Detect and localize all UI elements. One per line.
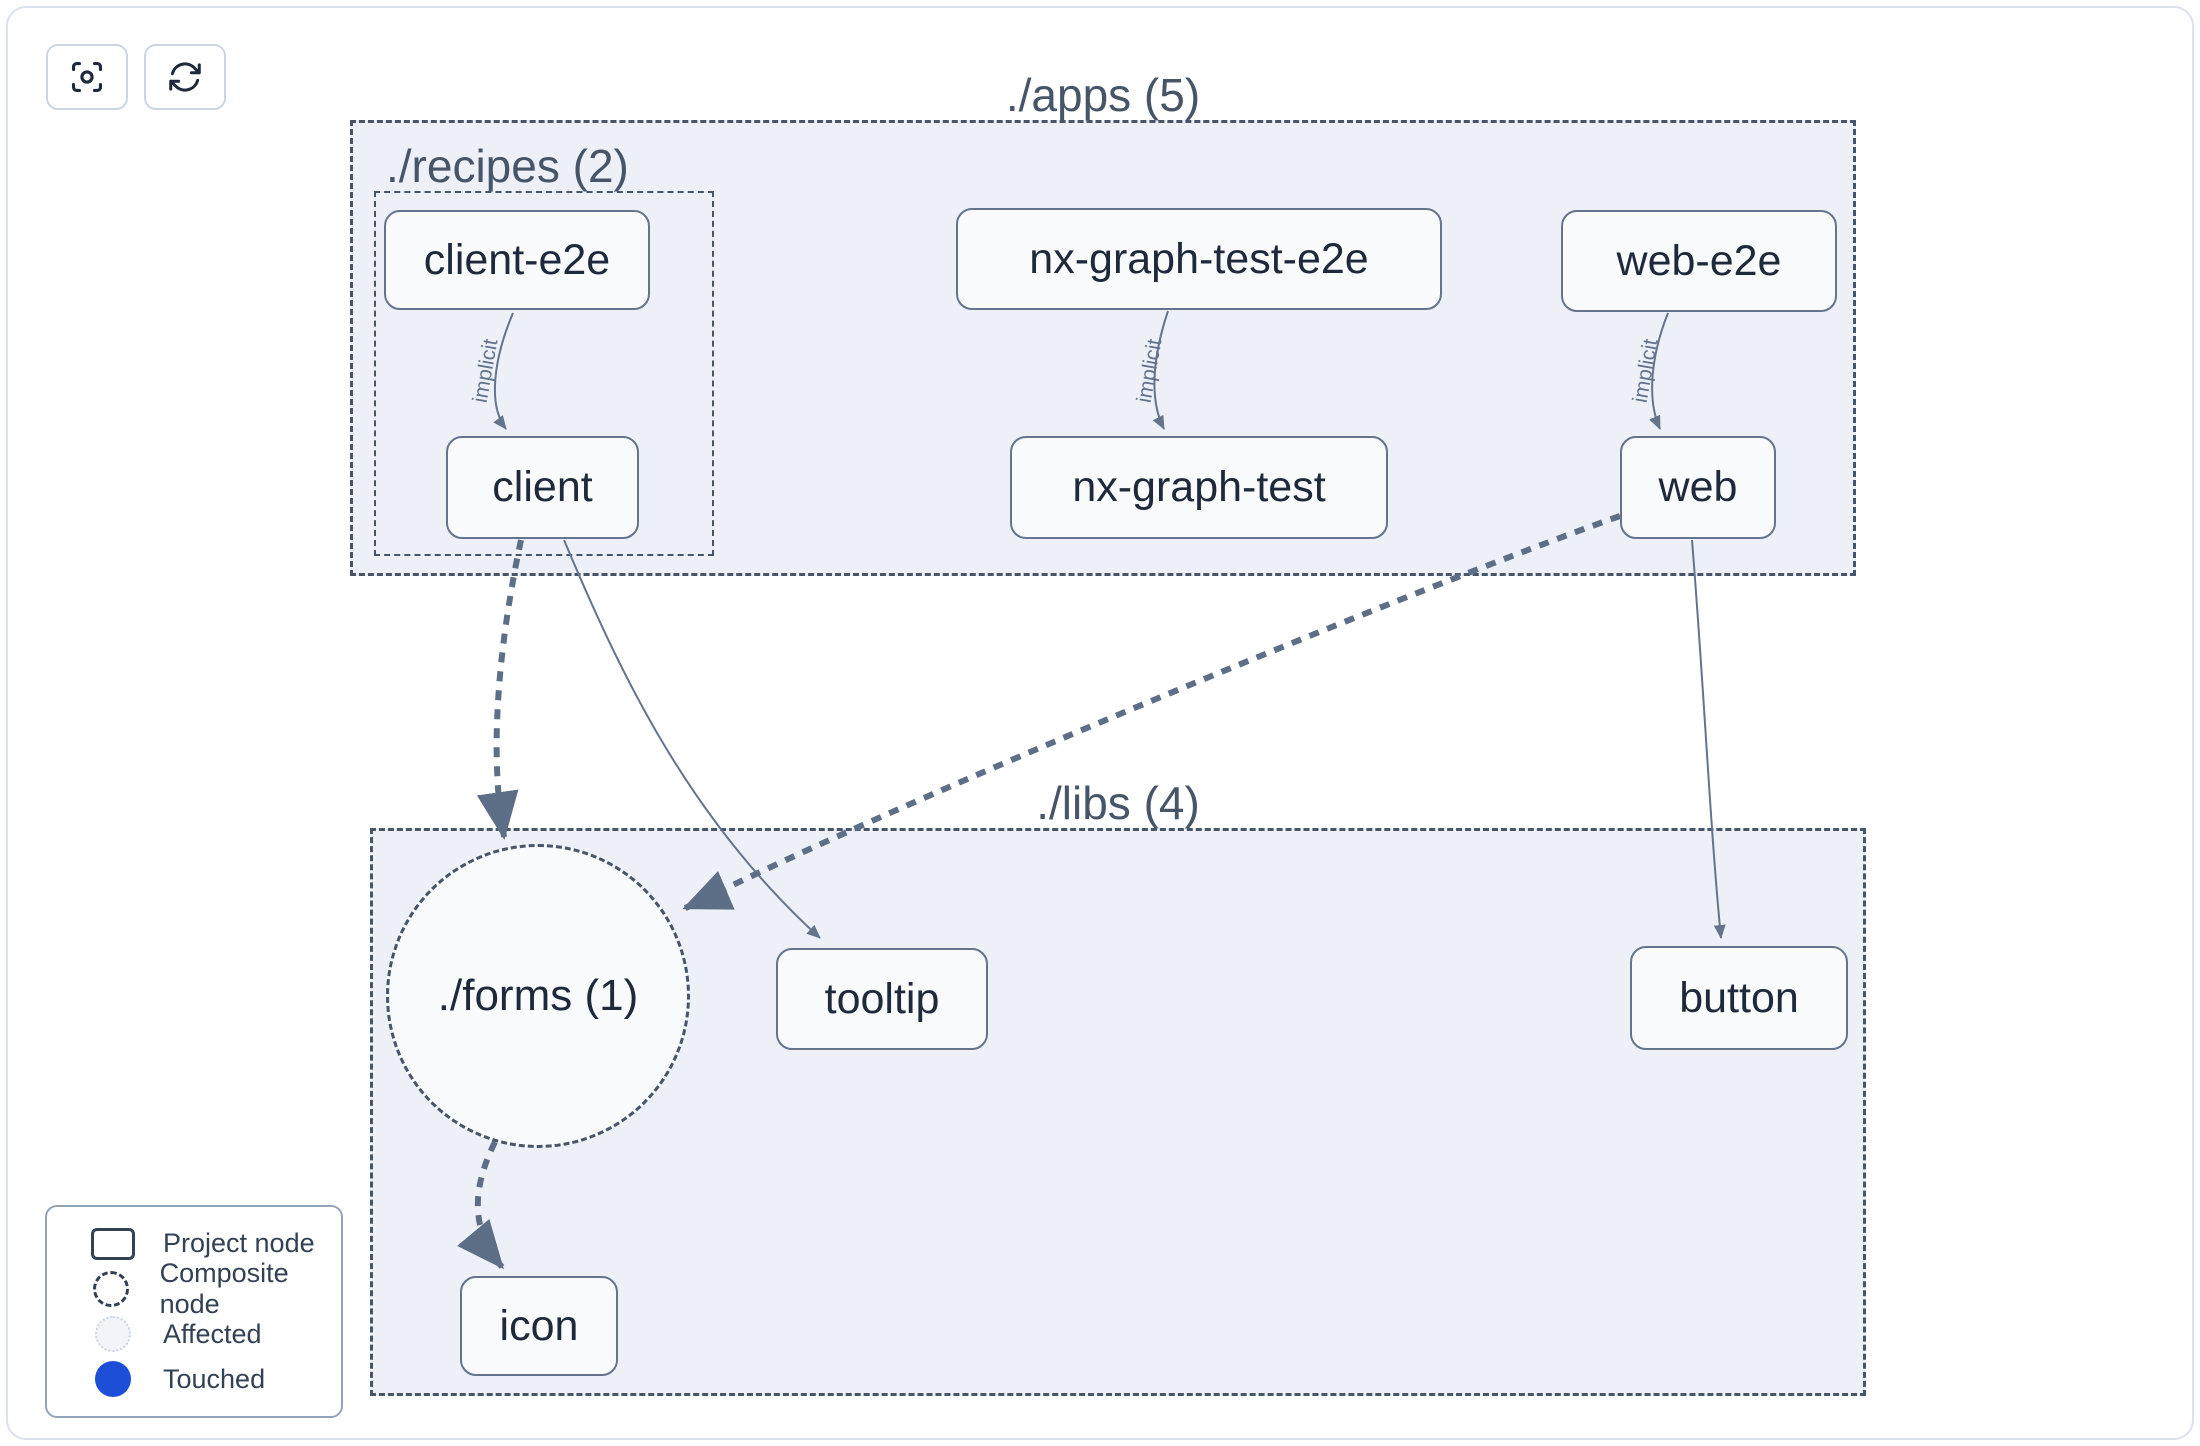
edge-client-forms-head: [476, 789, 519, 840]
edge-label-implicit-1: implicit: [469, 337, 503, 404]
edge-forms-icon-head: [457, 1218, 505, 1270]
legend-item-touched: Touched: [47, 1357, 341, 1401]
node-label: icon: [499, 1301, 579, 1350]
edge-web-e2e-web: [1649, 312, 1669, 430]
project-node-swatch: [91, 1227, 135, 1260]
edge-web-forms-head: [682, 870, 735, 911]
legend-label: Affected: [163, 1318, 262, 1349]
edge-client-e2e-client: [493, 312, 514, 430]
cluster-recipes: [374, 191, 714, 556]
edge-forms-icon: [474, 1140, 505, 1268]
crosshair-focus-icon: [68, 58, 106, 96]
edges-layer: implicit implicit implicit: [457, 310, 1726, 1270]
node-label: web-e2e: [1616, 236, 1782, 285]
cluster-recipes-label: ./recipes (2): [386, 140, 629, 192]
node-label: button: [1679, 973, 1799, 1022]
node-label: client: [492, 463, 593, 511]
node-composite-forms[interactable]: ./forms (1): [386, 844, 690, 1148]
center-graph-button[interactable]: [46, 44, 128, 110]
edge-client-forms: [493, 539, 524, 837]
node-tooltip[interactable]: tooltip: [776, 948, 988, 1050]
affected-swatch: [91, 1316, 135, 1353]
edge-web-forms: [684, 513, 1621, 911]
legend-label: Touched: [163, 1363, 266, 1394]
node-button[interactable]: button: [1630, 946, 1848, 1050]
node-label: nx-graph-test: [1072, 463, 1326, 511]
cluster-apps-label: ./apps (5): [1005, 69, 1201, 121]
node-client[interactable]: client: [446, 436, 639, 539]
node-label: ./forms (1): [437, 971, 639, 1020]
cluster-libs-label: ./libs (4): [1036, 777, 1200, 829]
node-icon[interactable]: icon: [460, 1276, 618, 1376]
refresh-graph-button[interactable]: [144, 44, 226, 110]
node-label: web: [1658, 463, 1738, 511]
legend-label: Project node: [163, 1228, 315, 1259]
node-label: nx-graph-test-e2e: [1029, 234, 1369, 283]
edge-client-tooltip: [563, 539, 821, 939]
legend-item-composite-node: Composite node: [47, 1258, 341, 1319]
node-nx-graph-test[interactable]: nx-graph-test: [1010, 436, 1388, 539]
edge-nx-graph-test-e2e-nx-graph-test: [1152, 310, 1169, 430]
node-label: client-e2e: [423, 235, 611, 284]
legend-item-affected: Affected: [47, 1312, 341, 1356]
refresh-sync-icon: [166, 58, 204, 96]
edge-label-implicit-3: implicit: [1629, 337, 1663, 404]
node-web-e2e[interactable]: web-e2e: [1561, 210, 1837, 312]
legend-label: Composite node: [159, 1257, 289, 1319]
node-label: tooltip: [824, 974, 940, 1023]
graph-canvas[interactable]: ./apps (5) ./recipes (2) ./libs (4) impl…: [6, 6, 2194, 1440]
legend-panel: Project node Composite node Affected Tou…: [45, 1205, 343, 1418]
edge-web-button: [1691, 539, 1726, 939]
node-client-e2e[interactable]: client-e2e: [384, 210, 650, 310]
node-nx-graph-test-e2e[interactable]: nx-graph-test-e2e: [956, 208, 1442, 310]
composite-node-swatch: [91, 1270, 132, 1307]
touched-swatch: [91, 1361, 135, 1398]
node-web[interactable]: web: [1620, 436, 1776, 539]
legend-item-project-node: Project node: [47, 1222, 341, 1266]
edge-label-implicit-2: implicit: [1133, 337, 1167, 404]
